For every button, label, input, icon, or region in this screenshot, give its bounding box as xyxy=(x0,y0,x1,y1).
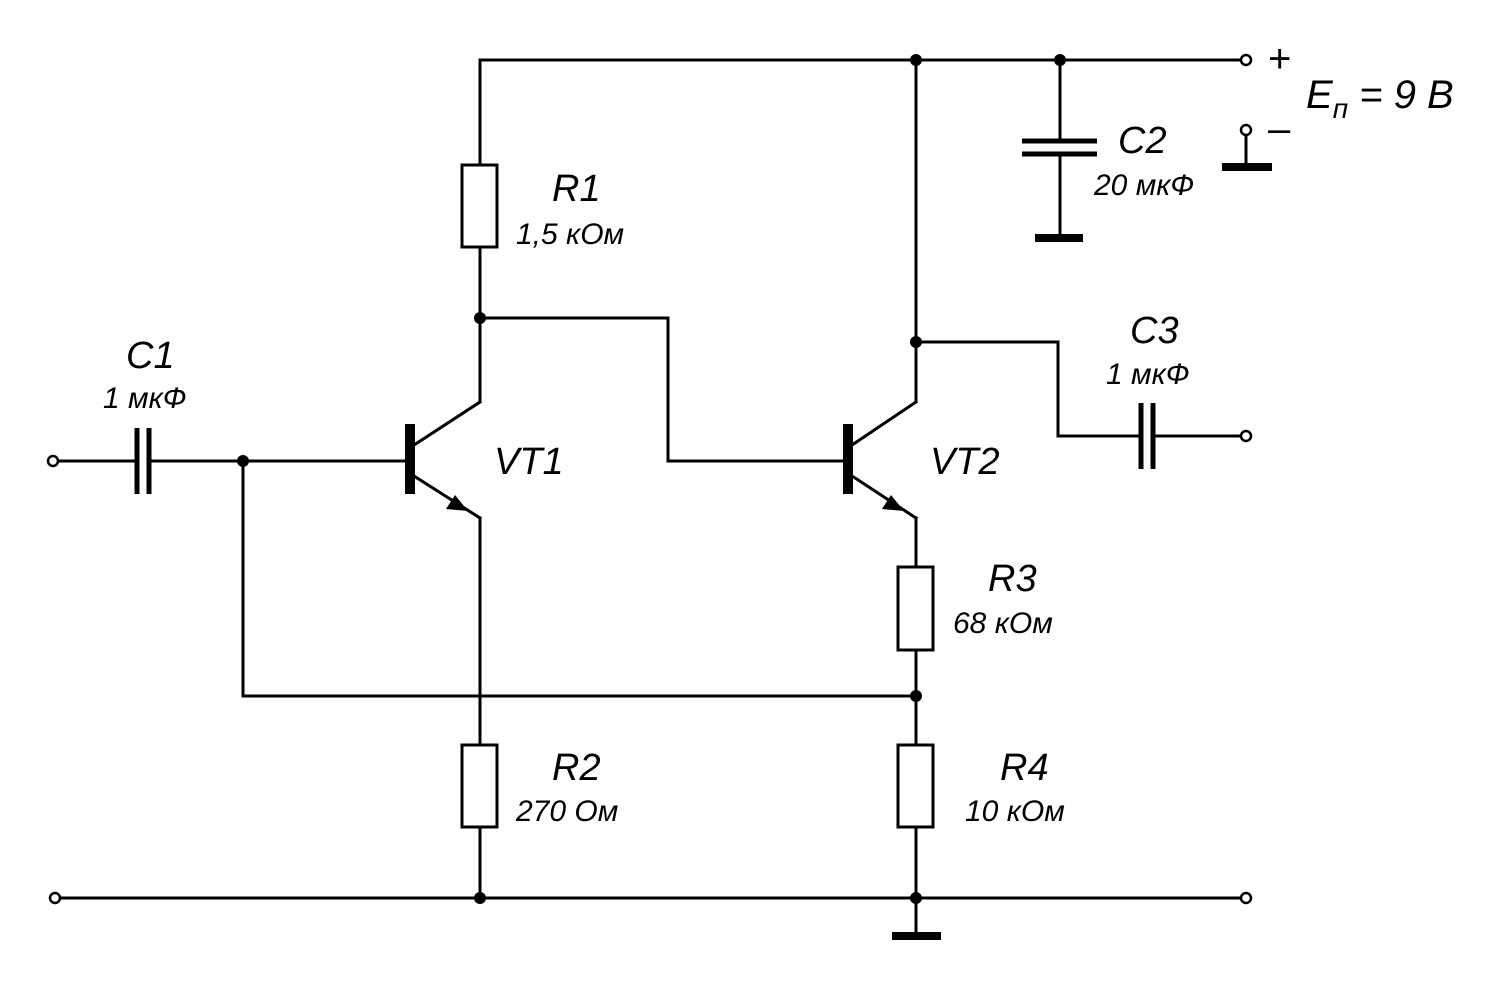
c1-name-label: C1 xyxy=(126,335,175,377)
junction-dot xyxy=(910,54,922,66)
junction-dot xyxy=(910,690,922,702)
r3-value-label: 68 кОм xyxy=(953,607,1053,640)
vt1-collector-to-vt2-base-wire xyxy=(478,316,850,463)
output-wire-a xyxy=(914,340,1143,438)
c3-value-label: 1 мкФ xyxy=(1106,358,1190,391)
supply-voltage-label: Eп = 9 В xyxy=(1306,73,1454,124)
r2-value-label: 270 Ом xyxy=(515,795,618,828)
resistor-r1 xyxy=(460,163,499,249)
junction-dot xyxy=(237,455,249,467)
junction-dot xyxy=(474,892,486,904)
junction-dot xyxy=(1054,54,1066,66)
r4-name-label: R4 xyxy=(1000,747,1049,789)
supply-plus-terminal xyxy=(1239,53,1253,67)
r1-value-label: 1,5 кОм xyxy=(516,218,624,251)
c3-name-label: C3 xyxy=(1130,310,1179,352)
junction-dot xyxy=(910,892,922,904)
supply-minus-sign: – xyxy=(1268,107,1291,151)
wires xyxy=(56,58,1248,937)
transistor-vt2 xyxy=(843,399,919,521)
c1-value-label: 1 мкФ xyxy=(103,382,187,415)
c2-name-label: C2 xyxy=(1118,120,1167,162)
vt1-name-label: VT1 xyxy=(494,441,564,483)
resistor-r4 xyxy=(896,743,935,829)
c2-value-label: 20 мкФ xyxy=(1093,169,1194,202)
capacitor-c2 xyxy=(1022,138,1097,157)
vt1-emitter-arrow xyxy=(446,495,468,511)
supply-plus-sign: + xyxy=(1268,37,1291,81)
feedback-wire xyxy=(241,459,918,698)
ground-left-terminal xyxy=(48,891,62,905)
capacitor-c3 xyxy=(1138,403,1156,469)
output-terminal xyxy=(1239,429,1253,443)
terminals xyxy=(46,53,1253,905)
r1-name-label: R1 xyxy=(552,168,601,210)
vt2-emitter-arrow xyxy=(882,495,904,511)
ground-right-terminal xyxy=(1239,891,1253,905)
supply-voltage-subscript: п xyxy=(1333,93,1348,124)
capacitor-c1 xyxy=(134,428,152,494)
r2-name-label: R2 xyxy=(552,747,601,789)
junctions xyxy=(237,54,1066,904)
supply-minus-terminal xyxy=(1239,123,1253,137)
junction-dot xyxy=(474,312,486,324)
resistor-r2 xyxy=(460,743,499,829)
resistor-r3 xyxy=(896,565,935,652)
r4-value-label: 10 кОм xyxy=(965,795,1065,828)
vt2-name-label: VT2 xyxy=(930,441,1000,483)
input-terminal xyxy=(46,454,60,468)
junction-dot xyxy=(910,336,922,348)
transistor-vt1 xyxy=(405,399,483,521)
supply-voltage-symbol: E xyxy=(1306,73,1334,117)
supply-voltage-value: = 9 В xyxy=(1348,73,1454,117)
r3-name-label: R3 xyxy=(988,558,1037,600)
